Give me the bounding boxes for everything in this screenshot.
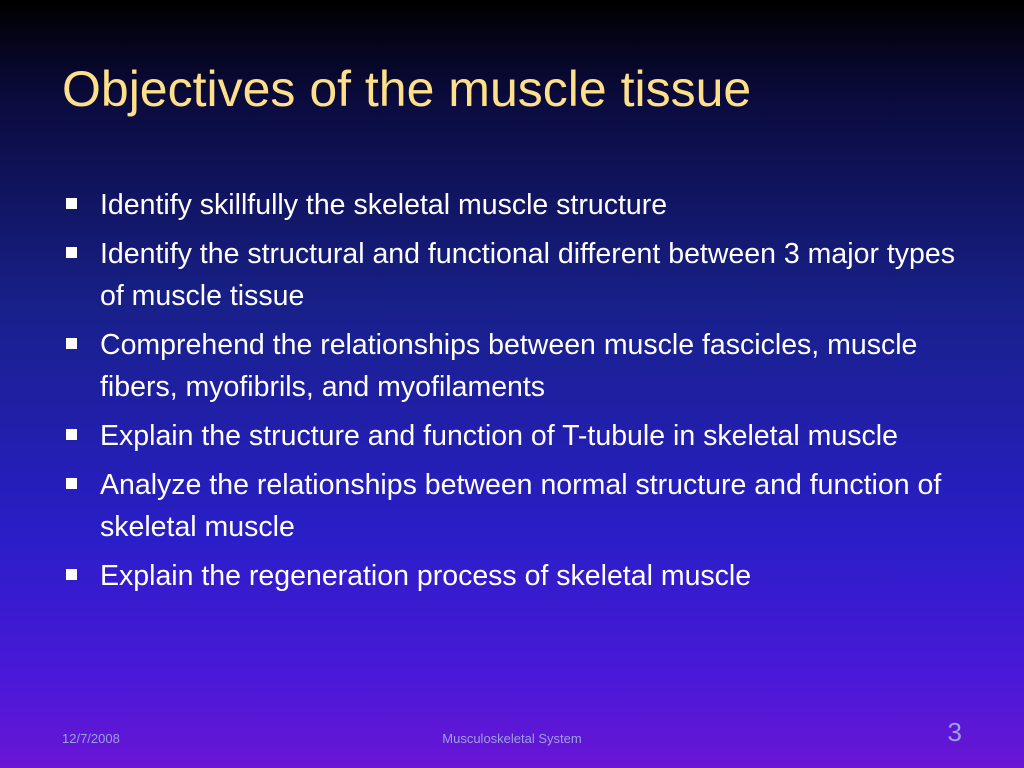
square-bullet-icon xyxy=(66,429,77,440)
bullet-item: Comprehend the relationships between mus… xyxy=(62,324,982,408)
square-bullet-icon xyxy=(66,247,77,258)
footer-title: Musculoskeletal System xyxy=(442,731,582,746)
page-number: 3 xyxy=(947,717,962,747)
bullet-list: Identify skillfully the skeletal muscle … xyxy=(62,184,982,604)
bullet-item: Explain the structure and function of T-… xyxy=(62,415,982,457)
bullet-text: Analyze the relationships between normal… xyxy=(100,469,942,543)
bullet-item: Identify the structural and functional d… xyxy=(62,233,982,317)
bullet-item: Explain the regeneration process of skel… xyxy=(62,555,982,597)
bullet-text: Explain the structure and function of T-… xyxy=(100,420,898,452)
square-bullet-icon xyxy=(66,198,77,209)
bullet-item: Identify skillfully the skeletal muscle … xyxy=(62,184,982,226)
footer-date: 12/7/2008 xyxy=(62,731,120,746)
bullet-text: Explain the regeneration process of skel… xyxy=(100,560,752,592)
bullet-text: Identify skillfully the skeletal muscle … xyxy=(100,189,668,221)
slide-title: Objectives of the muscle tissue xyxy=(62,61,752,117)
bullet-text: Identify the structural and functional d… xyxy=(100,238,955,312)
square-bullet-icon xyxy=(66,478,77,489)
bullet-item: Analyze the relationships between normal… xyxy=(62,464,982,548)
square-bullet-icon xyxy=(66,338,77,349)
bullet-text: Comprehend the relationships between mus… xyxy=(100,329,918,403)
square-bullet-icon xyxy=(66,569,77,580)
